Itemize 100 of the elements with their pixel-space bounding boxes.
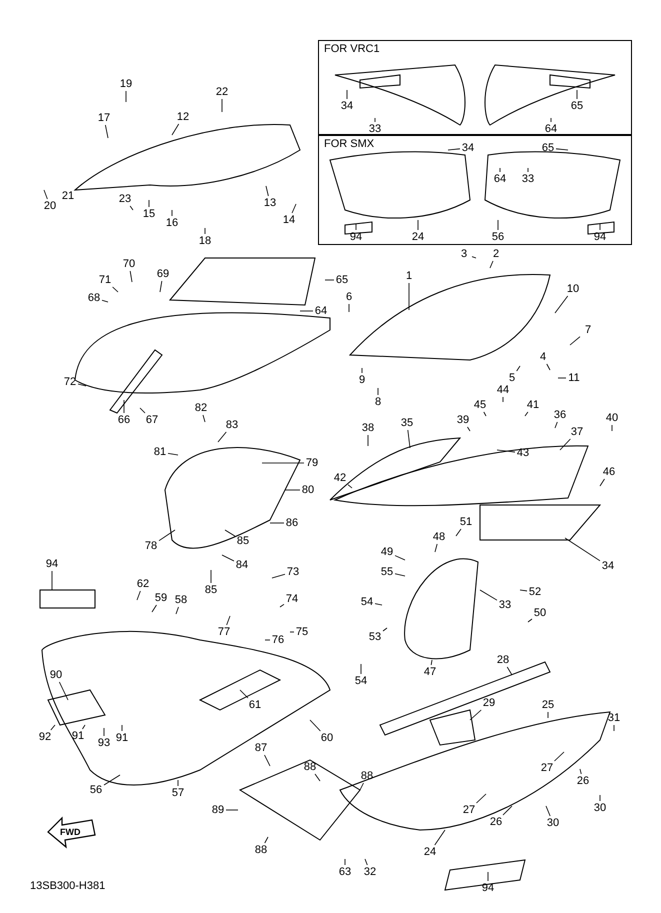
callout-number: 22: [216, 86, 228, 98]
callout-number: 11: [568, 372, 580, 384]
callout-number: 9: [358, 374, 366, 386]
inset-panel: [318, 40, 632, 135]
callout-number: 30: [546, 817, 560, 829]
callout-number: 80: [302, 484, 314, 496]
callout-number: 85: [204, 584, 218, 596]
leader-line: [546, 364, 550, 370]
callout-number: 85: [236, 535, 250, 547]
callout-number: 69: [156, 268, 170, 280]
callout-number: 4: [540, 351, 546, 363]
callout-number: 17: [98, 112, 110, 124]
leader-line: [407, 430, 410, 448]
leader-line: [434, 830, 446, 846]
leader-line: [140, 408, 146, 414]
callout-number: 34: [602, 560, 614, 572]
callout-number: 92: [38, 731, 52, 743]
callout-number: 64: [494, 173, 506, 185]
callout-number: 65: [570, 100, 584, 112]
callout-number: 65: [542, 142, 554, 154]
leader-line: [314, 774, 320, 782]
leader-line: [564, 538, 600, 562]
leader-line: [148, 200, 150, 208]
callout-number: 7: [584, 324, 592, 336]
callout-number: 47: [424, 666, 436, 678]
leader-line: [448, 148, 460, 150]
leader-line: [136, 590, 141, 600]
leader-line: [348, 484, 352, 488]
callout-number: 64: [314, 305, 328, 317]
leader-line: [130, 270, 132, 282]
leader-line: [600, 478, 605, 486]
callout-number: 81: [154, 446, 166, 458]
callout-number: 89: [212, 804, 224, 816]
callout-number: 72: [64, 376, 76, 388]
leader-line: [550, 118, 552, 122]
callout-number: 68: [88, 292, 100, 304]
leader-line: [310, 720, 321, 732]
callout-number: 16: [166, 217, 178, 229]
callout-number: 94: [46, 558, 58, 570]
leader-line: [467, 426, 470, 432]
leader-line: [160, 280, 162, 292]
callout-number: 59: [154, 592, 168, 604]
callout-number: 46: [602, 466, 616, 478]
callout-number: 23: [118, 193, 132, 205]
leader-line: [104, 774, 120, 786]
leader-line: [476, 794, 486, 804]
callout-number: 15: [142, 208, 156, 220]
leader-line: [158, 530, 176, 542]
leader-line: [102, 300, 108, 302]
callout-number: 35: [400, 417, 414, 429]
leader-line: [554, 422, 558, 428]
callout-number: 42: [334, 472, 346, 484]
callout-number: 2: [492, 248, 500, 260]
leader-line: [470, 710, 482, 720]
callout-number: 33: [368, 123, 382, 135]
leader-line: [270, 522, 284, 524]
leader-line: [176, 606, 179, 614]
callout-number: 24: [412, 231, 424, 243]
callout-number: 37: [570, 426, 584, 438]
callout-number: 57: [172, 787, 184, 799]
callout-number: 63: [338, 866, 352, 878]
callout-number: 36: [554, 409, 566, 421]
callout-number: 52: [528, 586, 542, 598]
callout-number: 49: [380, 546, 394, 558]
inset-panel: [318, 135, 632, 245]
callout-number: 74: [286, 593, 298, 605]
callout-number: 3: [460, 248, 468, 260]
callout-number: 40: [606, 412, 618, 424]
callout-number: 14: [282, 214, 296, 226]
inset-heading: FOR SMX: [324, 138, 374, 150]
leader-line: [434, 544, 438, 552]
leader-line: [394, 555, 406, 560]
callout-number: 39: [456, 414, 470, 426]
leader-line: [272, 574, 286, 578]
callout-number: 44: [496, 384, 510, 396]
leader-line: [408, 282, 410, 310]
leader-line: [560, 438, 571, 450]
leader-line: [76, 184, 82, 190]
callout-number: 88: [304, 761, 316, 773]
leader-line: [50, 724, 56, 730]
leader-line: [430, 660, 432, 666]
leader-line: [58, 682, 68, 700]
callout-number: 70: [122, 258, 136, 270]
callout-number: 50: [534, 607, 546, 619]
leader-line: [344, 858, 346, 866]
callout-number: 32: [364, 866, 376, 878]
leader-line: [502, 396, 504, 402]
leader-line: [456, 528, 462, 536]
callout-number: 78: [144, 540, 158, 552]
leader-line: [524, 412, 528, 416]
callout-number: 64: [544, 123, 558, 135]
leader-line: [570, 336, 580, 346]
callout-number: 5: [508, 372, 516, 384]
leader-line: [556, 148, 568, 150]
callout-number: 58: [174, 594, 188, 606]
leader-line: [280, 604, 284, 608]
leader-line: [264, 754, 270, 766]
leader-line: [130, 206, 134, 210]
leader-line: [364, 858, 368, 866]
callout-number: 56: [90, 784, 102, 796]
